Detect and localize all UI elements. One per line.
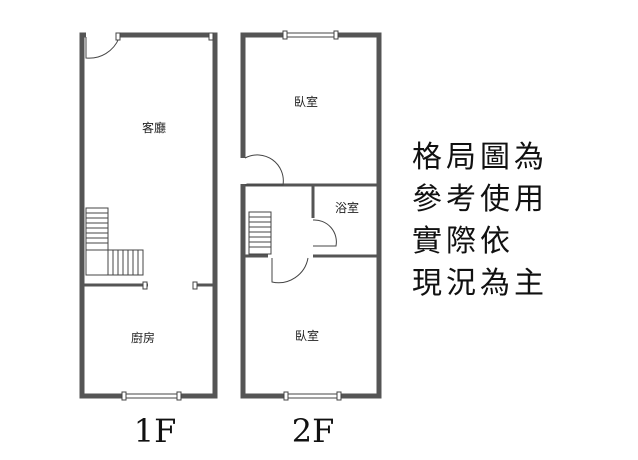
floor-label-1f: 1F [134,412,177,450]
door-2f-bath [312,219,337,247]
room-label-bathroom: 浴室 [335,200,359,215]
window-1f [121,391,182,401]
door-2f-lower [271,257,309,284]
room-label-kitchen: 廚房 [131,330,155,345]
note-line-3: 實際依 [412,224,514,259]
floor-1f-walls [79,32,218,399]
floor-2f-plan: 臥室 浴室 臥室 2F [239,30,382,450]
staircase-2f [248,211,272,255]
room-label-bedroom-upper: 臥室 [294,94,318,109]
floor-1f-plan: 客廳 廚房 1F [79,31,218,450]
staircase-1f [85,207,144,276]
room-label-bedroom-lower: 臥室 [295,328,319,343]
note-line-2: 參考使用 [412,182,548,217]
room-label-living-room: 客廳 [142,120,166,135]
note-line-4: 現況為主 [412,266,548,301]
entry-door-1f [85,37,120,59]
window-2f-bottom [283,391,342,401]
door-2f-upper [244,154,284,186]
interior-walls-2f [243,183,379,258]
disclaimer-note: 格局圖為 參考使用 實際依 現況為主 [412,140,548,301]
note-line-1: 格局圖為 [412,140,548,175]
window-2f-top [282,30,339,40]
floor-label-2f: 2F [292,412,335,450]
